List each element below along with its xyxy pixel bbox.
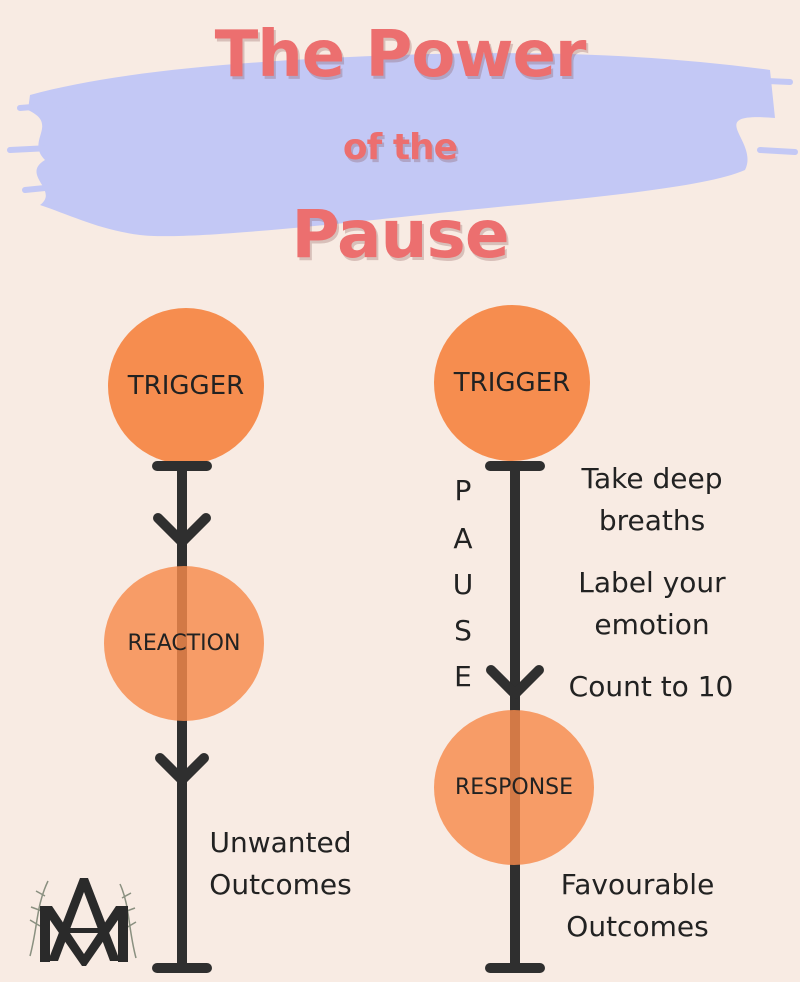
unwanted-line-2: Outcomes [198, 864, 363, 906]
pause-letter-a: A [448, 522, 478, 555]
favourable-line-2: Outcomes [545, 906, 730, 948]
tip2-line-1: Label your [572, 562, 732, 604]
left-trigger-label: TRIGGER [128, 371, 244, 401]
title-line-1: The Power [0, 18, 800, 92]
tip-deep-breaths: Take deep breaths [572, 458, 732, 542]
pause-letter-u: U [448, 568, 478, 601]
pause-letter-e: E [448, 660, 478, 693]
tip-count-to-10: Count to 10 [562, 666, 740, 708]
reaction-label: REACTION [128, 631, 241, 656]
right-trigger-label: TRIGGER [454, 368, 570, 398]
tip1-line-2: breaths [572, 500, 732, 542]
left-trigger-circle: TRIGGER [108, 308, 264, 464]
title-line-2: of the [0, 127, 800, 168]
unwanted-line-1: Unwanted [198, 822, 363, 864]
tip1-line-1: Take deep [572, 458, 732, 500]
unwanted-outcomes-text: Unwanted Outcomes [198, 822, 363, 906]
title-line-3: Pause [0, 196, 800, 273]
right-trigger-circle: TRIGGER [434, 305, 590, 461]
favourable-outcomes-text: Favourable Outcomes [545, 864, 730, 948]
favourable-line-1: Favourable [545, 864, 730, 906]
response-label: RESPONSE [455, 775, 573, 800]
monogram-logo [18, 866, 148, 976]
pause-letter-p: P [448, 474, 478, 507]
pause-letter-s: S [448, 614, 478, 647]
tip2-line-2: emotion [572, 604, 732, 646]
tip-label-emotion: Label your emotion [572, 562, 732, 646]
tip3-line: Count to 10 [562, 666, 740, 708]
response-circle: RESPONSE [434, 710, 594, 865]
reaction-circle: REACTION [104, 566, 264, 721]
